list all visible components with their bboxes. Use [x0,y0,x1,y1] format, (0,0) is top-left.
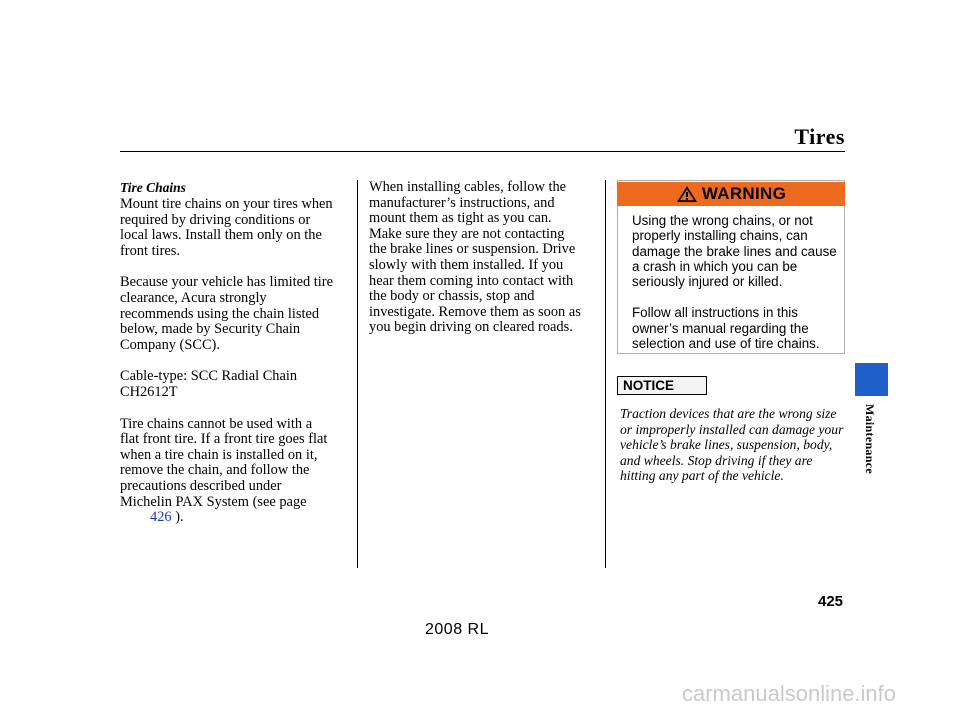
warning-header: WARNING [617,182,845,206]
section-tab-marker [855,363,888,396]
subheading-tire-chains: Tire Chains [120,180,186,195]
paragraph-suffix: ). [171,509,184,526]
paragraph: Cable-type: SCC Radial Chain CH2612T [120,368,298,400]
warning-triangle-icon [676,186,697,202]
header-rule [120,151,845,152]
warning-body: Using the wrong chains, or not properly … [632,213,837,367]
section-tab-label: Maintenance [863,404,877,474]
notice-label: NOTICE [617,376,707,395]
warning-paragraph: Follow all instructions in this owner’s … [632,305,820,352]
watermark: carmanualsonline.info [682,681,897,706]
page-number: 425 [818,593,844,610]
column-divider [357,180,358,568]
page-reference-link[interactable]: 426 [150,509,172,526]
paragraph-pax-reference: Tire chains cannot be used with a flat f… [120,415,352,526]
warning-title: WARNING [701,184,787,203]
paragraph: Because your vehicle has limited tire cl… [120,274,333,353]
column-divider [605,180,606,568]
paragraph: When installing cables, follow the manuf… [369,179,581,336]
section-title: Tires [794,124,845,149]
column-middle: When installing cables, follow the manuf… [369,179,601,352]
column-left: Tire Chains Mount tire chains on your ti… [120,180,352,542]
footer-model: 2008 RL [425,621,489,638]
warning-paragraph: Using the wrong chains, or not properly … [632,213,837,290]
notice-text: Traction devices that are the wrong size… [620,406,844,483]
warning-box [617,180,845,354]
paragraph: Mount tire chains on your tires when req… [120,196,333,259]
paragraph-text: Tire chains cannot be used with a flat f… [120,415,328,510]
